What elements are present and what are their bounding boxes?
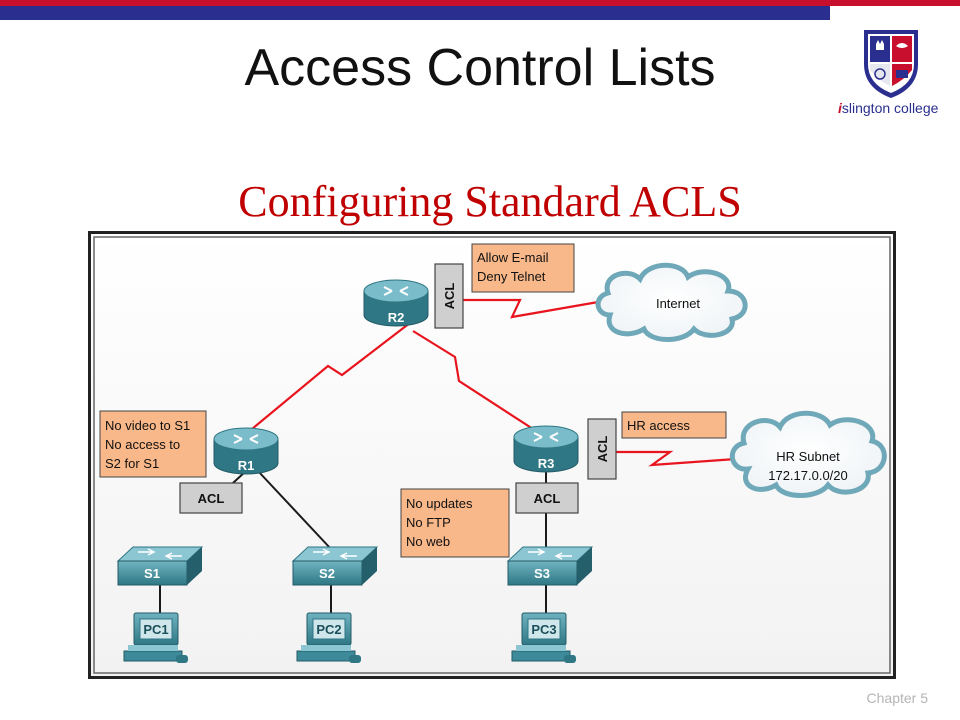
acl-box-r2: ACL <box>434 263 464 329</box>
pc-pc2[interactable]: PC2 <box>296 612 361 663</box>
router-r1-label: R1 <box>238 458 255 473</box>
network-diagram: Internet HR Subnet 172.17.0.0/20 R2 R1 R… <box>88 231 896 679</box>
mouse-icon <box>564 655 576 663</box>
note-r3: HR access <box>621 411 727 439</box>
acl-label: ACL <box>595 436 610 463</box>
college-logo-text: islington college <box>838 100 938 116</box>
slide-subtitle: Configuring Standard ACLS <box>238 177 742 226</box>
pc-pc1[interactable]: PC1 <box>123 612 188 663</box>
note-r1-line3: S2 for S1 <box>105 456 159 471</box>
switch-arrows-icon <box>138 548 182 560</box>
router-arrows-icon <box>233 434 259 444</box>
note-r3-line1: HR access <box>627 418 690 433</box>
logo-brand-rest: slington <box>841 100 891 116</box>
note-r1-line2: No access to <box>105 437 180 452</box>
note-r1: No video to S1 No access to S2 for S1 <box>99 410 207 478</box>
pc-pc3-label: PC3 <box>531 622 556 637</box>
acl-box-r1: ACL <box>179 482 243 514</box>
lan-link-r1-s2 <box>257 470 332 550</box>
switch-s2-label: S2 <box>319 566 335 581</box>
cloud-hr-subnet: HR Subnet 172.17.0.0/20 <box>730 410 887 498</box>
header-red-band <box>0 0 960 6</box>
cloud-internet-label: Internet <box>656 296 700 311</box>
serial-link-r2-internet <box>463 298 605 319</box>
switch-s1[interactable]: S1 <box>116 546 204 586</box>
mouse-icon <box>349 655 361 663</box>
cloud-internet: Internet <box>595 262 748 342</box>
switch-arrows-icon <box>313 548 357 560</box>
switch-s1-label: S1 <box>144 566 160 581</box>
router-r3-label: R3 <box>538 456 555 471</box>
switch-s3[interactable]: S3 <box>506 546 594 586</box>
header-navy-band <box>0 6 830 20</box>
logo-brand-i: i <box>838 100 842 116</box>
note-r2-line1: Allow E-mail <box>477 250 549 265</box>
acl-box-s3: ACL <box>515 482 579 514</box>
logo-brand-college: college <box>894 100 939 116</box>
router-r2[interactable]: R2 <box>363 279 429 327</box>
acl-box-r3: ACL <box>587 418 617 480</box>
note-s3: No updates No FTP No web <box>400 488 510 558</box>
note-r1-line1: No video to S1 <box>105 418 190 433</box>
mouse-icon <box>176 655 188 663</box>
slide-title: Access Control Lists <box>244 39 716 97</box>
switch-s2[interactable]: S2 <box>291 546 379 586</box>
router-r1[interactable]: R1 <box>213 427 279 475</box>
serial-link-r2-r3 <box>412 330 534 430</box>
switch-s3-label: S3 <box>534 566 550 581</box>
router-r3[interactable]: R3 <box>513 425 579 473</box>
note-r2: Allow E-mail Deny Telnet <box>471 243 575 293</box>
router-arrows-icon <box>533 432 559 442</box>
note-s3-line3: No web <box>406 534 450 549</box>
switch-arrows-icon <box>528 548 572 560</box>
acl-label: ACL <box>198 491 225 506</box>
pc-pc3[interactable]: PC3 <box>511 612 576 663</box>
note-s3-line1: No updates <box>406 496 473 511</box>
cloud-hr-line1: HR Subnet <box>776 449 840 464</box>
pc-pc2-label: PC2 <box>316 622 341 637</box>
router-r2-label: R2 <box>388 310 405 325</box>
pc-pc1-label: PC1 <box>143 622 168 637</box>
note-r2-line2: Deny Telnet <box>477 269 546 284</box>
serial-link-r3-hr <box>606 450 737 467</box>
cloud-hr-line2: 172.17.0.0/20 <box>768 468 848 483</box>
acl-label: ACL <box>442 283 457 310</box>
acl-label: ACL <box>534 491 561 506</box>
slide-footer: Chapter 5 <box>866 690 928 706</box>
college-logo <box>826 22 956 122</box>
serial-link-r2-r1 <box>245 315 420 435</box>
router-arrows-icon <box>383 286 409 296</box>
note-s3-line2: No FTP <box>406 515 451 530</box>
